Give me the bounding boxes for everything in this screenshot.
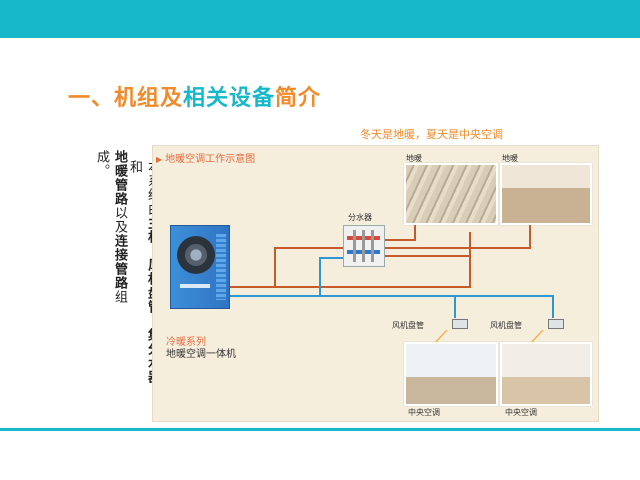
floor-heating-label-2: 地暖: [502, 154, 518, 163]
floor-heating-label-1: 地暖: [406, 154, 422, 163]
text-composed: 组成。: [94, 150, 127, 304]
unit-grille: [216, 234, 226, 300]
manifold-label: 分水器: [348, 213, 372, 222]
diagram-subtitle: 冬天是地暖，夏天是中央空调: [360, 128, 503, 141]
product-label: 地暖空调一体机: [166, 349, 236, 360]
title-part-2: 相关设备: [183, 86, 276, 111]
hot-pipe-to-floor-1: [383, 222, 416, 241]
footer-line: [0, 428, 640, 431]
hot-pipes: [228, 222, 531, 288]
manifold-valve: [362, 230, 365, 262]
central-ac-photo-1: [404, 342, 498, 406]
page-title: 一、机组及相关设备简介: [68, 80, 321, 112]
central-ac-label-2: 中央空调: [505, 408, 537, 417]
hot-pipe-main: [228, 232, 471, 288]
text-floor-heating-pipes: 地暖管路: [112, 150, 127, 206]
hot-pipe-to-manifold: [274, 247, 343, 287]
hot-pipe-to-floor-2: [383, 222, 531, 249]
description-column-1: 地暖管路以及连接管路组成。: [92, 150, 128, 325]
text-and-2: 和: [127, 160, 142, 174]
floor-heating-photo-1: [404, 163, 498, 225]
panel-title-text: 地暖空调工作示意图: [165, 154, 256, 165]
diagram-panel-title: ▶地暖空调工作示意图: [156, 150, 255, 165]
triangle-icon: ▶: [156, 155, 163, 164]
manifold-icon: [343, 225, 385, 267]
fan-coil-label-1: 风机盘管: [392, 321, 424, 330]
floor-heating-photo-2: [500, 163, 592, 225]
header-band: [0, 0, 640, 38]
series-label: 冷暖系列: [166, 337, 206, 348]
text-connecting-pipes: 连接管路: [112, 234, 127, 290]
central-ac-label-1: 中央空调: [408, 408, 440, 417]
manifold-valve: [353, 230, 356, 262]
central-ac-photo-2: [500, 342, 592, 406]
fan-coil-unit-icon: [548, 319, 564, 329]
cold-pipe-to-manifold: [319, 257, 343, 296]
fan-coil-label-2: 风机盘管: [490, 321, 522, 330]
title-part-1: 一、机组及: [68, 86, 184, 111]
text-and: 以及: [112, 206, 127, 234]
cold-pipes: [228, 257, 554, 318]
unit-brand-plate: [180, 284, 210, 288]
outdoor-heat-pump-unit: [170, 225, 230, 309]
title-part-3: 简介: [275, 86, 322, 111]
cold-pipe-main: [228, 295, 554, 318]
manifold-valve: [371, 230, 374, 262]
fan-icon: [177, 236, 215, 274]
fan-coil-unit-icon: [452, 319, 468, 329]
